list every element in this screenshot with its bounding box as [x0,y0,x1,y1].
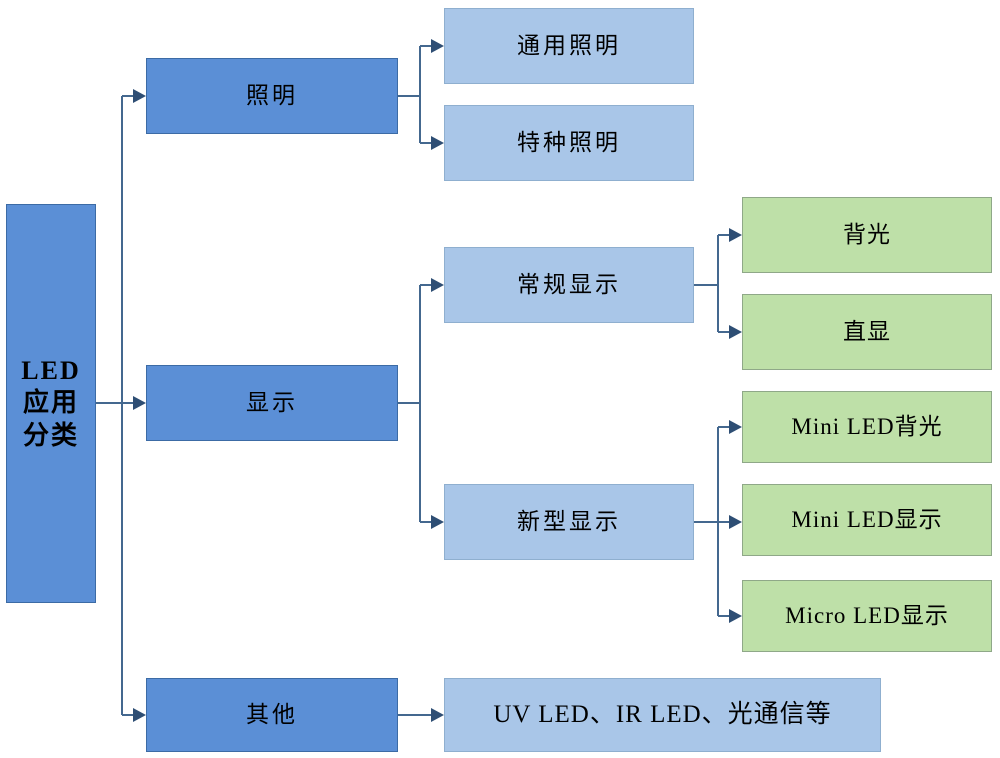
arrow-to-other-icon [133,708,146,722]
node-mini-led-display[interactable]: Mini LED显示 [742,484,992,556]
node-other[interactable]: 其他 [146,678,398,752]
node-led-application-classification[interactable]: LED 应用 分类 [6,204,96,603]
node-mini-led-backlight[interactable]: Mini LED背光 [742,391,992,463]
node-direct-display[interactable]: 直显 [742,294,992,370]
node-lighting[interactable]: 照明 [146,58,398,134]
node-display[interactable]: 显示 [146,365,398,441]
arrow-to-backlight-icon [729,228,742,242]
node-general-lighting[interactable]: 通用照明 [444,8,694,84]
node-backlight[interactable]: 背光 [742,197,992,273]
arrow-to-micro-led-display-icon [729,609,742,623]
arrow-to-display-icon [133,396,146,410]
arrow-to-mini-led-display-icon [729,515,742,529]
arrow-to-new-display-icon [431,515,444,529]
arrow-to-conventional-display-icon [431,278,444,292]
arrow-to-other-applications-icon [431,708,444,722]
node-new-display[interactable]: 新型显示 [444,484,694,560]
node-conventional-display[interactable]: 常规显示 [444,247,694,323]
node-micro-led-display[interactable]: Micro LED显示 [742,580,992,652]
arrow-to-direct-display-icon [729,325,742,339]
arrow-to-general-lighting-icon [431,39,444,53]
node-special-lighting[interactable]: 特种照明 [444,105,694,181]
arrow-to-lighting-icon [133,89,146,103]
arrow-to-special-lighting-icon [431,136,444,150]
node-other-applications[interactable]: UV LED、IR LED、光通信等 [444,678,881,752]
arrow-to-mini-led-backlight-icon [729,420,742,434]
